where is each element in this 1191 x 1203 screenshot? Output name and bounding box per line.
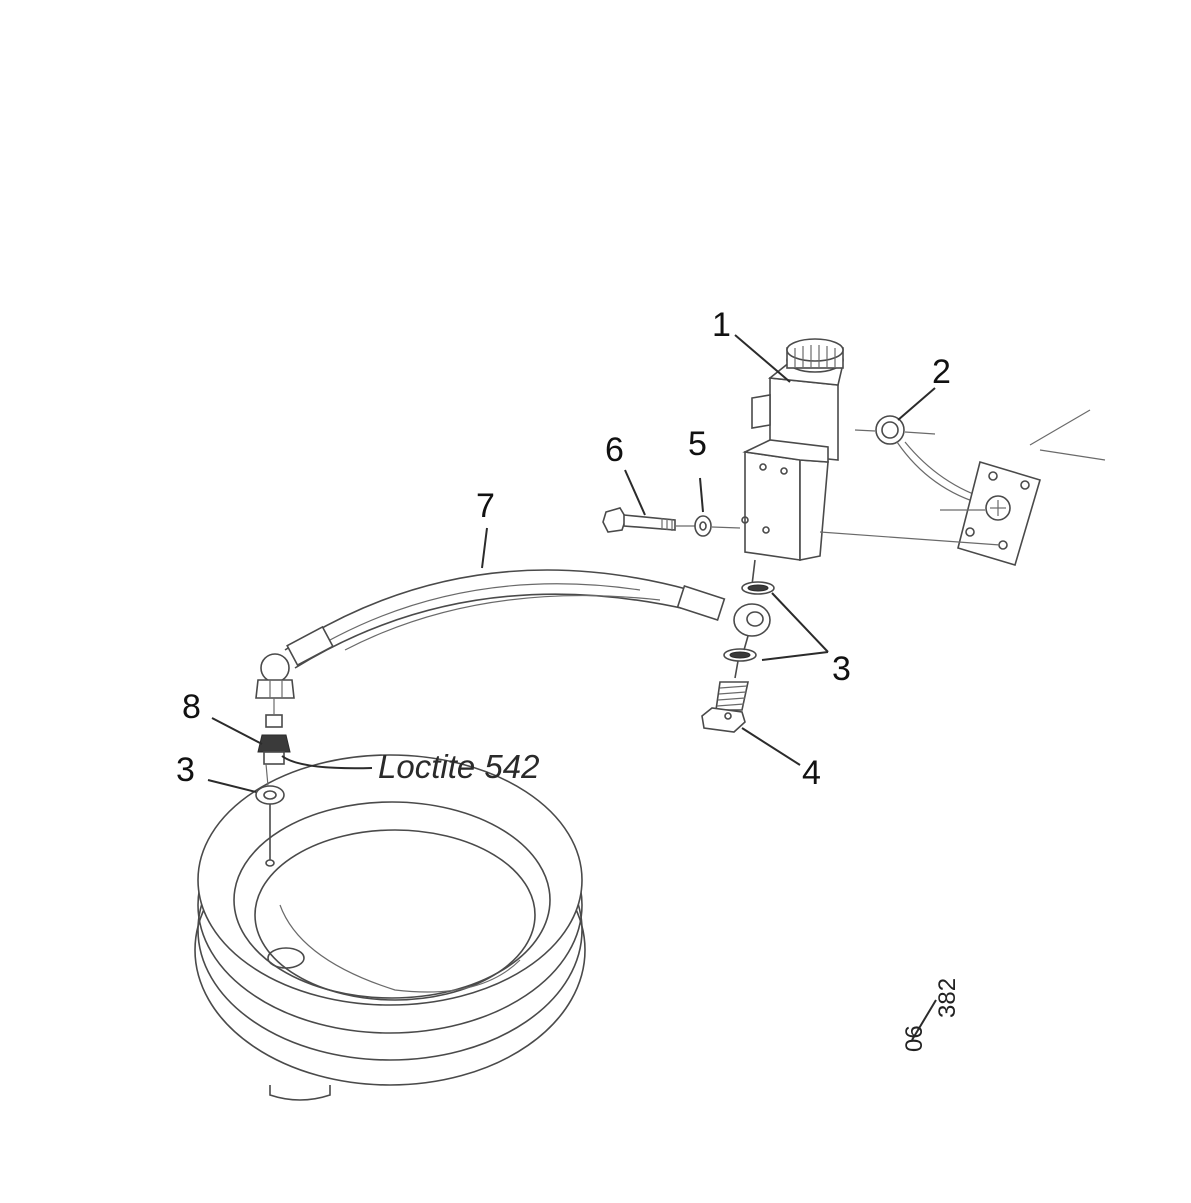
leader-3-lower [207, 779, 257, 793]
sealing-washer-upper [741, 581, 775, 595]
leader-5 [699, 477, 704, 513]
callout-2: 2 [932, 353, 951, 391]
callout-5: 5 [688, 425, 707, 463]
callout-4: 4 [802, 754, 821, 792]
leader-4 [741, 727, 801, 766]
callout-7: 7 [476, 487, 495, 525]
o-ring [854, 415, 991, 506]
base-ring-housing [194, 754, 586, 1101]
callout-8: 8 [182, 688, 201, 726]
adapter-fitting [257, 698, 291, 765]
leader-7 [481, 527, 488, 569]
leader-8 [211, 717, 263, 745]
drawing-code-top: 06 [901, 1025, 928, 1052]
drawing-code-slash [911, 999, 937, 1041]
callout-3-base: 3 [176, 751, 195, 789]
leader-lines [207, 334, 937, 1041]
hex-bolt [602, 507, 695, 533]
bolt-washer [694, 515, 741, 537]
sealing-washer-middle [723, 635, 757, 662]
callout-1: 1 [712, 306, 731, 344]
banjo-bolt [701, 660, 749, 733]
solenoid-valve [741, 338, 844, 586]
leader-loctite [281, 755, 373, 770]
loctite-note: Loctite 542 [378, 748, 539, 785]
callout-6: 6 [605, 431, 624, 469]
leader-1 [734, 334, 791, 383]
hydraulic-hose [255, 569, 771, 699]
callout-3-valve: 3 [832, 650, 851, 688]
leader-2 [897, 387, 936, 421]
leader-3a [771, 592, 829, 653]
leader-6 [624, 469, 646, 516]
drawing-code-bottom: 382 [934, 978, 961, 1018]
leader-3b [761, 651, 829, 661]
sealing-washer-lower [255, 763, 285, 860]
mounting-plate [819, 409, 1106, 566]
